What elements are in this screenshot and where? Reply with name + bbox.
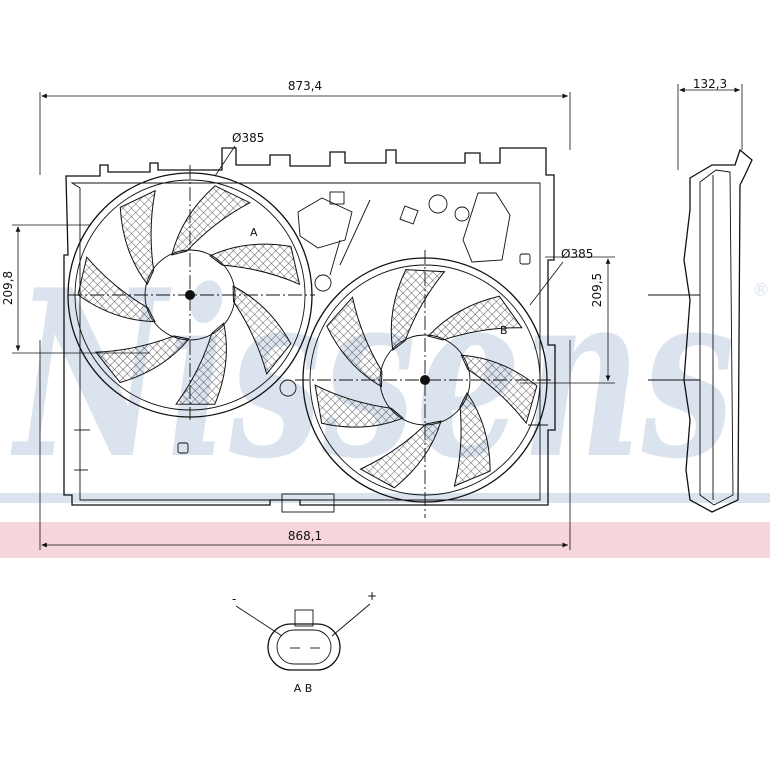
- connector-plus: +: [367, 589, 377, 603]
- connector-housing: [267, 623, 341, 671]
- dimension-right-height: 209,5: [520, 256, 615, 384]
- fan-blade: [209, 243, 301, 286]
- dimension-overall-width: 873,4: [39, 79, 571, 175]
- fan-b-diameter-leader: [529, 261, 564, 306]
- fan-a-blades: [77, 185, 301, 405]
- fan-a-diameter-leader: [214, 145, 236, 177]
- connector-minus: -: [232, 592, 236, 606]
- fan-b-label: B: [500, 324, 508, 337]
- watermark-registered: ®: [752, 280, 770, 301]
- fan-b-blades: [314, 269, 538, 489]
- fan-blade: [427, 295, 523, 341]
- fan-blade: [460, 354, 538, 425]
- fan-blade: [314, 384, 404, 428]
- connector-diagram: - + A B: [232, 589, 377, 695]
- fan-blade: [119, 189, 156, 286]
- fan-b: B Ø385: [302, 247, 593, 503]
- fan-blade: [171, 185, 251, 256]
- fan-blade: [77, 256, 156, 323]
- dim-left-height-label: 209,8: [1, 271, 15, 305]
- fan-blade: [359, 420, 442, 489]
- resistor-block: [279, 191, 531, 397]
- fan-blade: [175, 322, 227, 405]
- fan-a-label: A: [250, 226, 258, 239]
- fan-blade: [95, 335, 190, 384]
- side-view: 132,3: [648, 77, 753, 513]
- dimension-inner-width: 868,1: [39, 340, 571, 550]
- fan-blade: [453, 392, 491, 487]
- dim-depth-label: 132,3: [693, 77, 727, 91]
- fan-blade: [232, 285, 292, 375]
- fan-blade: [326, 296, 383, 388]
- dim-overall-width-label: 873,4: [288, 79, 322, 93]
- watermark-band-blue: [0, 493, 770, 503]
- fan-a-hub: [185, 290, 195, 300]
- dim-inner-width-label: 868,1: [288, 529, 322, 543]
- fan-b-hub: [420, 375, 430, 385]
- fan-blade: [390, 269, 446, 351]
- fan-a-diameter-label: Ø385: [232, 131, 264, 145]
- fan-b-diameter-label: Ø385: [561, 247, 593, 261]
- watermark-band-red: [0, 522, 770, 558]
- fan-a: A Ø385: [67, 131, 313, 454]
- connector-pins: A B: [294, 682, 313, 695]
- dim-right-height-label: 209,5: [590, 273, 604, 307]
